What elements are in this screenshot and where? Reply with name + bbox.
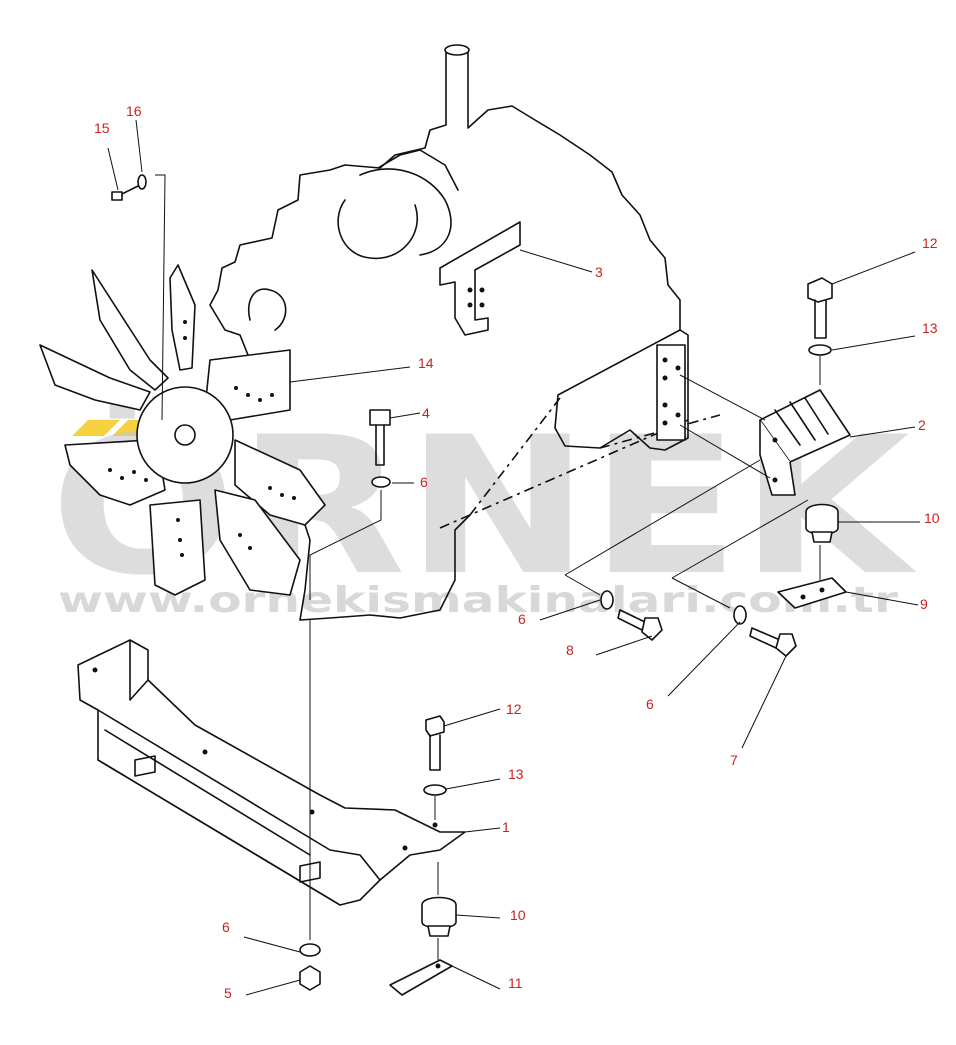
washer-part-16 [137, 174, 166, 421]
fan-part-14 [39, 264, 326, 596]
watermark-url: www.ornekismakinalari.com.tr [58, 580, 898, 621]
bolt-part-12b [425, 715, 445, 771]
bolt-part-8 [617, 609, 663, 641]
callout-1: 1 [502, 819, 510, 835]
engine-block [209, 44, 721, 621]
callout-10-lower: 10 [510, 907, 526, 923]
callout-12-upper: 12 [922, 235, 938, 251]
washer-part-13b [423, 784, 447, 820]
callout-8: 8 [566, 642, 574, 658]
callout-10-upper: 10 [924, 510, 940, 526]
callout-15: 15 [94, 120, 110, 136]
washer-part-6d [299, 943, 321, 957]
callout-4: 4 [422, 405, 430, 421]
callout-11: 11 [508, 975, 523, 991]
callout-13-lower: 13 [508, 766, 524, 782]
bolt-part-12a [807, 277, 833, 339]
callout-13-upper: 13 [922, 320, 938, 336]
rubber-mount-part-10b [421, 862, 457, 960]
callouts: 15 16 3 12 13 14 4 2 6 10 9 6 8 6 7 12 1… [94, 103, 940, 1001]
washer-part-6b [600, 590, 614, 610]
callout-6-bolt7: 6 [646, 696, 654, 712]
callout-14: 14 [418, 355, 434, 371]
callout-5: 5 [224, 985, 232, 1001]
rubber-mount-part-10a [805, 503, 839, 580]
bolt-part-15 [111, 185, 139, 201]
nut-part-5 [299, 965, 321, 991]
frame-part-1 [77, 639, 466, 906]
callout-6-lower: 6 [222, 919, 230, 935]
bracket-part-3 [439, 221, 521, 336]
leader-lines [107, 119, 920, 996]
callout-16: 16 [126, 103, 142, 119]
callout-6-engine: 6 [420, 474, 428, 490]
bolt-part-7 [749, 627, 797, 657]
callout-12-lower: 12 [506, 701, 522, 717]
callout-7: 7 [730, 752, 738, 768]
washer-part-6c [733, 605, 747, 625]
callout-3: 3 [595, 264, 603, 280]
callout-2: 2 [918, 417, 926, 433]
plate-part-11 [389, 959, 453, 996]
bolt-part-4 [369, 409, 391, 466]
watermark-accent-left [72, 420, 120, 436]
callout-9: 9 [920, 596, 928, 612]
washer-part-6a [309, 476, 391, 600]
washer-part-13a [808, 344, 832, 385]
mount-bracket-part-2 [759, 389, 851, 496]
callout-6-bolt8: 6 [518, 611, 526, 627]
